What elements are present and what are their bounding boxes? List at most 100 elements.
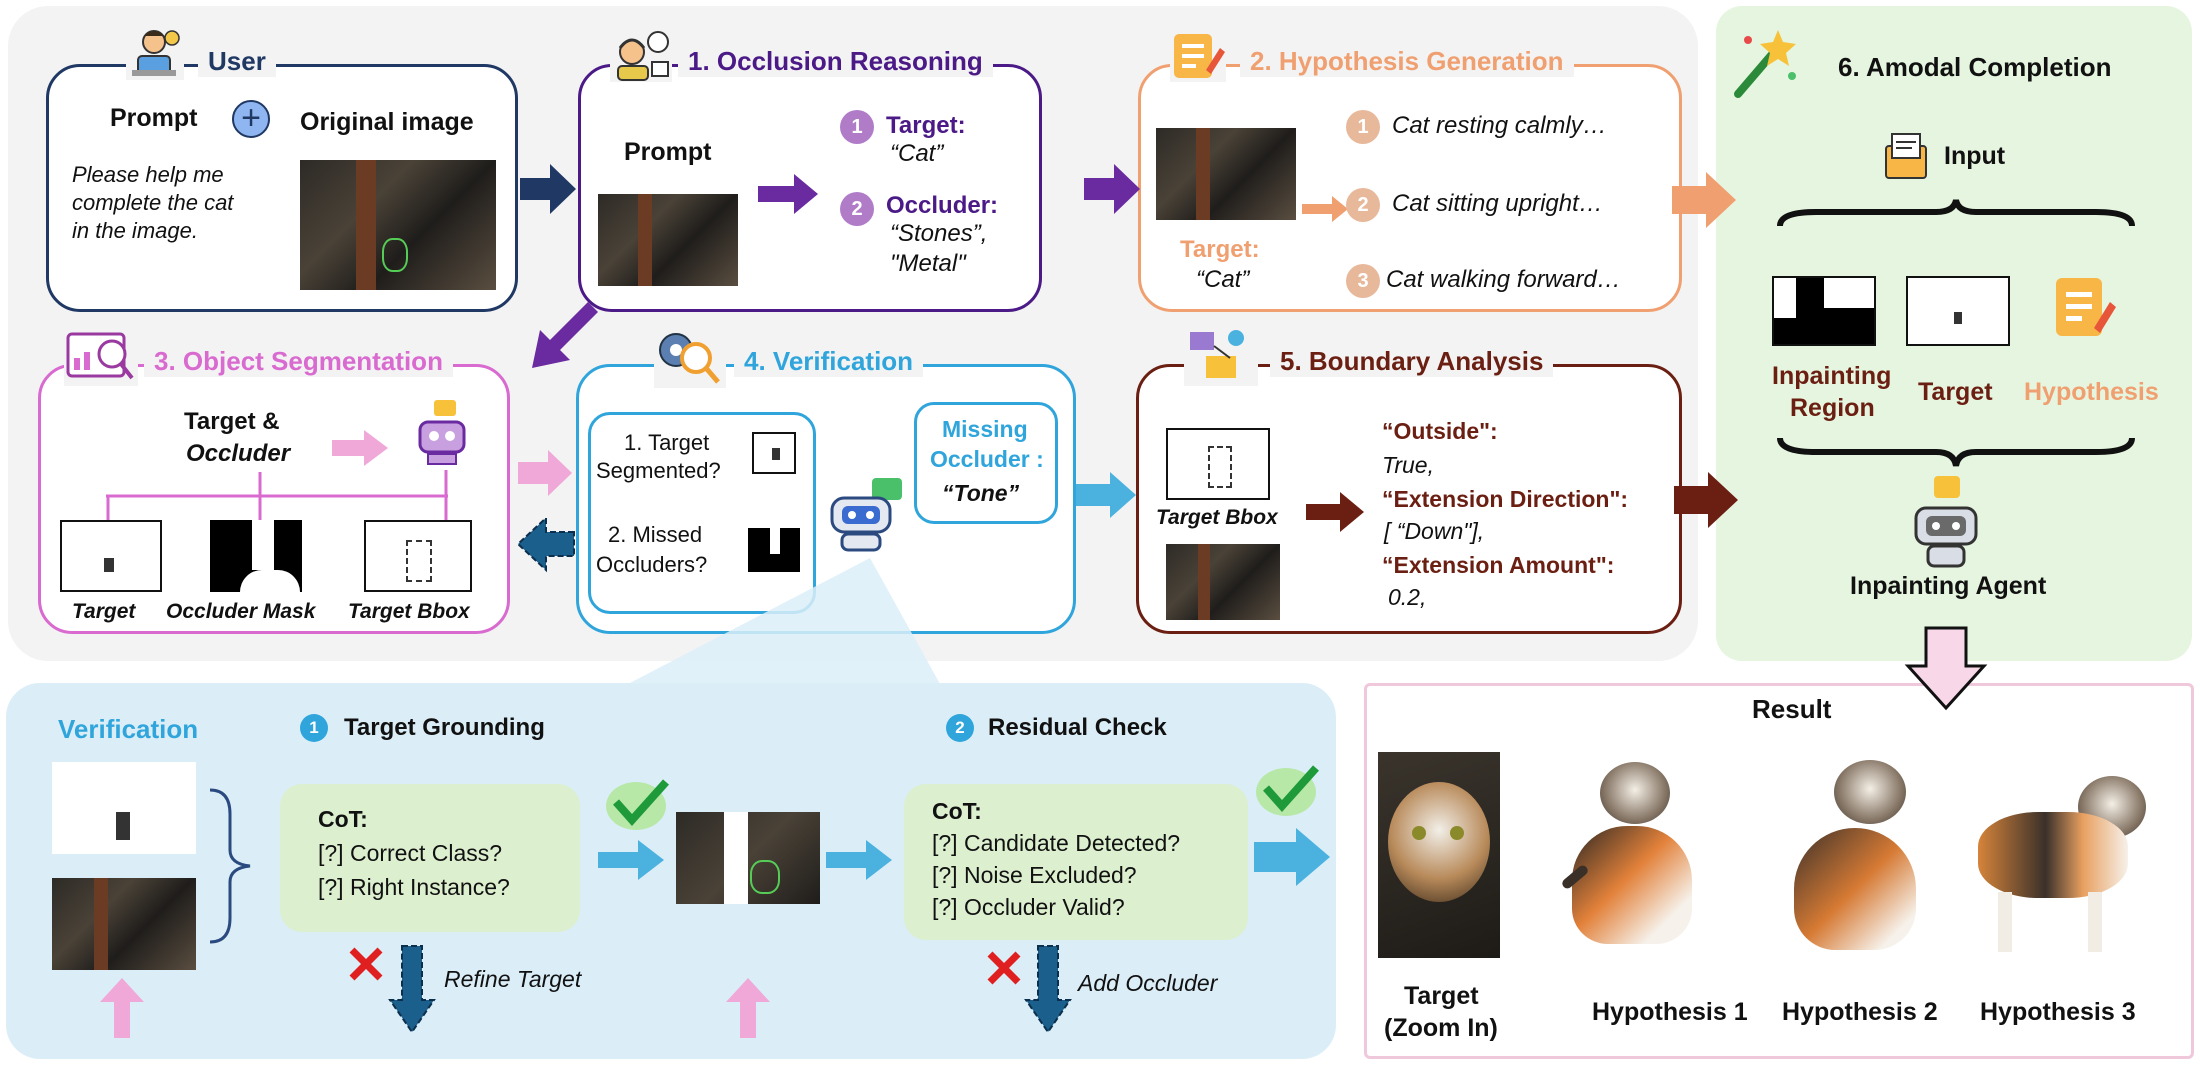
detail-refine-label: Refine Target (444, 966, 582, 992)
arrow-segmentation-to-verification (518, 450, 572, 496)
amodal-inpaint-label-1: Inpainting (1772, 362, 1892, 390)
segmentation-input-1: Target & (184, 408, 280, 435)
occlusion-target-label: Target: (886, 112, 966, 139)
hypothesis-item-3: Cat walking forward… (1386, 266, 1621, 293)
arrow-amodal-to-result (1904, 626, 1988, 711)
arrow-reasoning-to-hypothesis (1084, 164, 1140, 214)
result-target-image (1378, 752, 1500, 958)
detail-step-1-num: 1 (300, 714, 328, 742)
detail-step-1-title: Target Grounding (344, 714, 545, 741)
verification-q2-image (748, 528, 800, 572)
detail-cot-1-title: CoT: (318, 806, 368, 832)
detail-arrow-3 (1254, 828, 1330, 886)
user-icon (126, 26, 184, 80)
result-hypothesis-1-image (1560, 752, 1710, 982)
occlusion-num-1: 1 (840, 110, 874, 144)
user-prompt-text-1: Please help me (72, 162, 224, 187)
detail-add-label: Add Occluder (1078, 970, 1218, 996)
segmentation-bracket (106, 470, 448, 520)
result-hypothesis-2-image (1776, 752, 1926, 982)
user-prompt-text-3: in the image. (72, 218, 198, 243)
occlusion-target-value: “Cat” (890, 140, 944, 167)
hypothesis-title: 2. Hypothesis Generation (1240, 46, 1574, 77)
hypothesis-target-label: Target: (1180, 236, 1260, 263)
detail-original-image (52, 878, 196, 970)
occlusion-occluder-value-2: "Metal" (890, 250, 966, 277)
hypothesis-num-3: 3 (1346, 264, 1380, 298)
arrow-user-to-reasoning (520, 164, 576, 214)
input-folder-icon (1884, 132, 1932, 182)
segmentation-out-mask: Occluder Mask (166, 600, 316, 623)
detail-cot-2-box (904, 784, 1248, 940)
detail-step-2-title: Residual Check (988, 714, 1167, 741)
detail-cot-1-b: [?] Right Instance? (318, 874, 510, 900)
boundary-val-2: [ “Down"], (1384, 518, 1485, 544)
amodal-inpaint-label-2: Region (1790, 394, 1875, 422)
amodal-brace-bottom (1777, 437, 2135, 467)
hypothesis-item-1: Cat resting calmly… (1392, 112, 1607, 139)
arrow-reasoning-to-segmentation (532, 302, 598, 368)
verification-bubble-1: Missing (942, 416, 1028, 442)
verification-q2-1: 2. Missed (608, 522, 703, 547)
occlusion-image (598, 194, 738, 286)
verification-title: 4. Verification (734, 346, 924, 377)
inpainting-agent-icon (1906, 474, 1986, 570)
hypothesis-num-1: 1 (1346, 110, 1380, 144)
verification-bubble (914, 402, 1058, 524)
detail-title: Verification (58, 714, 199, 744)
verification-bubble-3: “Tone” (942, 480, 1020, 506)
arrow-hypothesis-to-amodal (1672, 172, 1736, 228)
hypothesis-arrow (1302, 196, 1348, 222)
arrow-verification-to-segmentation (516, 515, 575, 573)
segmentation-out-bbox: Target Bbox (348, 600, 470, 623)
occlusion-occluder-label: Occluder: (886, 192, 999, 219)
user-prompt-text-2: complete the cat (72, 190, 234, 215)
boundary-title: 5. Boundary Analysis (1270, 346, 1554, 377)
verification-bubble-2: Occluder : (930, 446, 1044, 472)
hypothesis-num-2: 2 (1346, 188, 1380, 222)
detail-step-2-num: 2 (946, 714, 974, 742)
segmentation-robot-icon (412, 398, 472, 468)
detail-mask-image (52, 762, 196, 854)
verification-q1-2: Segmented? (596, 458, 721, 483)
zoom-wedge (628, 558, 940, 684)
detail-up-arrow-1 (100, 978, 144, 1038)
detail-check-icon-2 (1256, 765, 1319, 816)
detail-cross-icon-2 (987, 951, 1021, 985)
result-title: Result (1752, 694, 1832, 724)
detail-cot-2-title: CoT: (932, 798, 982, 824)
boundary-bbox-label: Target Bbox (1156, 506, 1278, 529)
user-prompt-label: Prompt (110, 104, 198, 132)
detail-cot-2-a: [?] Candidate Detected? (932, 830, 1181, 856)
verification-q2-2: Occluders? (596, 552, 708, 577)
verification-gear-icon (654, 328, 726, 388)
detail-down-arrow-1 (388, 945, 436, 1034)
amodal-brace-top (1777, 199, 2135, 227)
boundary-key-1: “Outside": (1382, 418, 1498, 444)
boundary-image (1166, 544, 1280, 620)
detail-check-icon-1 (606, 779, 669, 830)
amodal-title: 6. Amodal Completion (1838, 52, 2112, 82)
reasoning-agent-icon (610, 26, 672, 82)
segmentation-bbox-image (364, 520, 472, 592)
segmentation-icon (64, 328, 138, 386)
result-target-label-2: (Zoom In) (1384, 1014, 1498, 1042)
notepad-icon (1170, 26, 1226, 82)
amodal-hypothesis-label: Hypothesis (2024, 378, 2159, 406)
detail-mid-image (676, 812, 820, 904)
hypothesis-target-value: “Cat” (1196, 266, 1250, 293)
segmentation-mask-image (210, 520, 302, 592)
detail-cross-icon-1 (349, 947, 383, 981)
amodal-target-image (1906, 276, 2010, 346)
detail-cot-2-c: [?] Occluder Valid? (932, 894, 1125, 920)
segmentation-target-image (60, 520, 162, 592)
segmentation-input-arrow (332, 430, 388, 466)
occlusion-prompt-label: Prompt (624, 138, 712, 166)
detail-arrow-1 (598, 840, 664, 880)
arrow-boundary-to-amodal (1674, 472, 1738, 528)
boundary-key-2: “Extension Direction": (1382, 486, 1629, 512)
arrow-verification-to-boundary (1076, 472, 1136, 518)
occlusion-num-2: 2 (840, 192, 874, 226)
detail-bracket (209, 788, 251, 944)
detail-down-arrow-2 (1024, 945, 1072, 1034)
